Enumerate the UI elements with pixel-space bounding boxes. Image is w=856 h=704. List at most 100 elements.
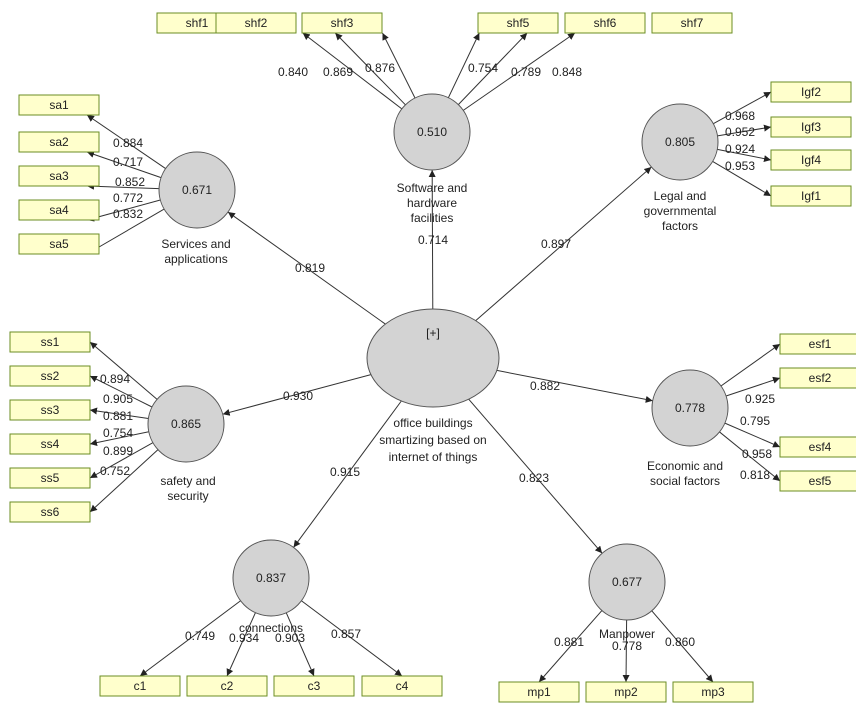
indicator-ss5-box: [9, 467, 91, 489]
indicator-Igf2-label: Igf2: [801, 85, 821, 99]
indicator-mp1-label: mp1: [527, 685, 551, 699]
loading-esf4: 0.958: [742, 447, 772, 461]
path-coefficient-shf: 0.714: [418, 233, 448, 247]
indicator-shf7-box: [651, 12, 733, 34]
indicator-ss1-box: [9, 331, 91, 353]
path-coefficient-sa: 0.819: [295, 261, 325, 275]
central-construct-label: office buildings: [393, 416, 472, 430]
loading-arrow-esf2: [725, 376, 781, 397]
indicator-shf2-box: [215, 12, 297, 34]
loading-arrow-Igf4: [717, 148, 772, 163]
structural-path-mp: [468, 398, 603, 554]
indicator-esf2-label: esf2: [809, 371, 832, 385]
structural-path-shf: [428, 169, 436, 310]
indicator-shf3-label: shf3: [331, 16, 354, 30]
structural-path-esf: [496, 369, 653, 403]
loading-ss6: 0.752: [100, 464, 130, 478]
latent-esf-r2: 0.778: [675, 401, 705, 415]
indicator-shf2-label: shf2: [245, 16, 268, 30]
indicator-Igf2-box: [770, 81, 852, 103]
latent-shf-r2: 0.510: [417, 125, 447, 139]
indicator-Igf1-label: Igf1: [801, 189, 821, 203]
central-construct-label: internet of things: [389, 450, 478, 464]
indicator-sa2-box: [18, 131, 100, 153]
indicator-c4-box: [361, 675, 443, 697]
latent-c-label: connections: [239, 621, 303, 635]
indicator-ss3-label: ss3: [41, 403, 60, 417]
loading-sa4: 0.772: [113, 191, 143, 205]
latent-mp-r2: 0.677: [612, 575, 642, 589]
loading-ss2: 0.905: [103, 392, 133, 406]
loading-shf7: 0.848: [552, 65, 582, 79]
latent-sa-label: Services and: [161, 237, 230, 251]
indicator-Igf3-box: [770, 116, 852, 138]
latent-lgf-label: factors: [662, 219, 698, 233]
indicator-sa1-box: [18, 94, 100, 116]
loading-arrow-Igf2: [713, 91, 772, 125]
indicator-c1-label: c1: [134, 679, 147, 693]
loading-c3: 0.903: [275, 631, 305, 645]
indicator-ss6-label: ss6: [41, 505, 60, 519]
indicator-sa1-label: sa1: [49, 98, 69, 112]
indicator-esf1-box: [779, 333, 856, 355]
indicator-ss1-label: ss1: [41, 335, 60, 349]
indicator-shf6-label: shf6: [594, 16, 617, 30]
loading-arrow-esf5: [719, 431, 781, 482]
indicator-sa5-box: [18, 233, 100, 255]
indicator-ss2-label: ss2: [41, 369, 60, 383]
indicator-Igf3-label: Igf3: [801, 120, 821, 134]
loading-mp2: 0.778: [612, 639, 642, 653]
loading-arrow-sa2: [86, 150, 162, 179]
loading-arrow-esf1: [720, 343, 781, 387]
latent-esf-circle: [651, 369, 729, 447]
latent-shf-label: Software and: [397, 181, 468, 195]
indicator-shf5-label: shf5: [507, 16, 530, 30]
indicator-sa4-label: sa4: [49, 203, 69, 217]
indicator-Igf1-box: [770, 185, 852, 207]
loading-arrow-c1: [139, 600, 241, 677]
loading-ss1: 0.894: [100, 372, 130, 386]
loading-arrow-esf4: [724, 422, 781, 448]
indicator-ss4-box: [9, 433, 91, 455]
loading-esf5: 0.818: [740, 468, 770, 482]
loading-shf6: 0.789: [511, 65, 541, 79]
path-coefficient-ss: 0.930: [283, 389, 313, 403]
central-construct-expand-marker: [+]: [426, 326, 440, 340]
loading-sa3: 0.852: [115, 175, 145, 189]
indicator-esf1-label: esf1: [809, 337, 832, 351]
indicator-mp3-label: mp3: [701, 685, 725, 699]
loading-arrow-shf7: [462, 32, 576, 111]
indicator-sa3-label: sa3: [49, 169, 69, 183]
loading-c4: 0.857: [331, 627, 361, 641]
latent-ss-label: safety and: [160, 474, 215, 488]
latent-c-circle: [232, 539, 310, 617]
indicator-esf2-box: [779, 367, 856, 389]
indicator-ss2-box: [9, 365, 91, 387]
loading-mp1: 0.881: [554, 635, 584, 649]
latent-c-r2: 0.837: [256, 571, 286, 585]
loading-shf3: 0.876: [365, 61, 395, 75]
loading-esf2: 0.795: [740, 414, 770, 428]
latent-ss-label: security: [167, 489, 208, 503]
loading-arrow-c4: [301, 600, 403, 677]
indicator-c1-box: [99, 675, 181, 697]
structural-path-c: [293, 400, 402, 548]
indicator-c3-box: [273, 675, 355, 697]
indicator-mp1-box: [498, 681, 580, 703]
loading-ss3: 0.881: [103, 409, 133, 423]
loading-arrow-Igf1: [712, 160, 772, 197]
indicator-sa4-box: [18, 199, 100, 221]
indicator-c4-label: c4: [396, 679, 409, 693]
loading-arrow-mp3: [651, 610, 714, 683]
loading-arrow-shf1: [302, 32, 403, 110]
path-coefficient-lgf: 0.897: [541, 237, 571, 251]
loading-Igf1: 0.953: [725, 159, 755, 173]
loading-arrow-ss3: [89, 407, 149, 420]
loading-ss4: 0.754: [103, 426, 133, 440]
loading-arrow-shf6: [457, 32, 528, 105]
indicator-esf5-box: [779, 470, 856, 492]
path-coefficient-mp: 0.823: [519, 471, 549, 485]
latent-mp-label: Manpower: [599, 627, 655, 641]
indicator-sa2-label: sa2: [49, 135, 69, 149]
latent-esf-label: social factors: [650, 474, 720, 488]
